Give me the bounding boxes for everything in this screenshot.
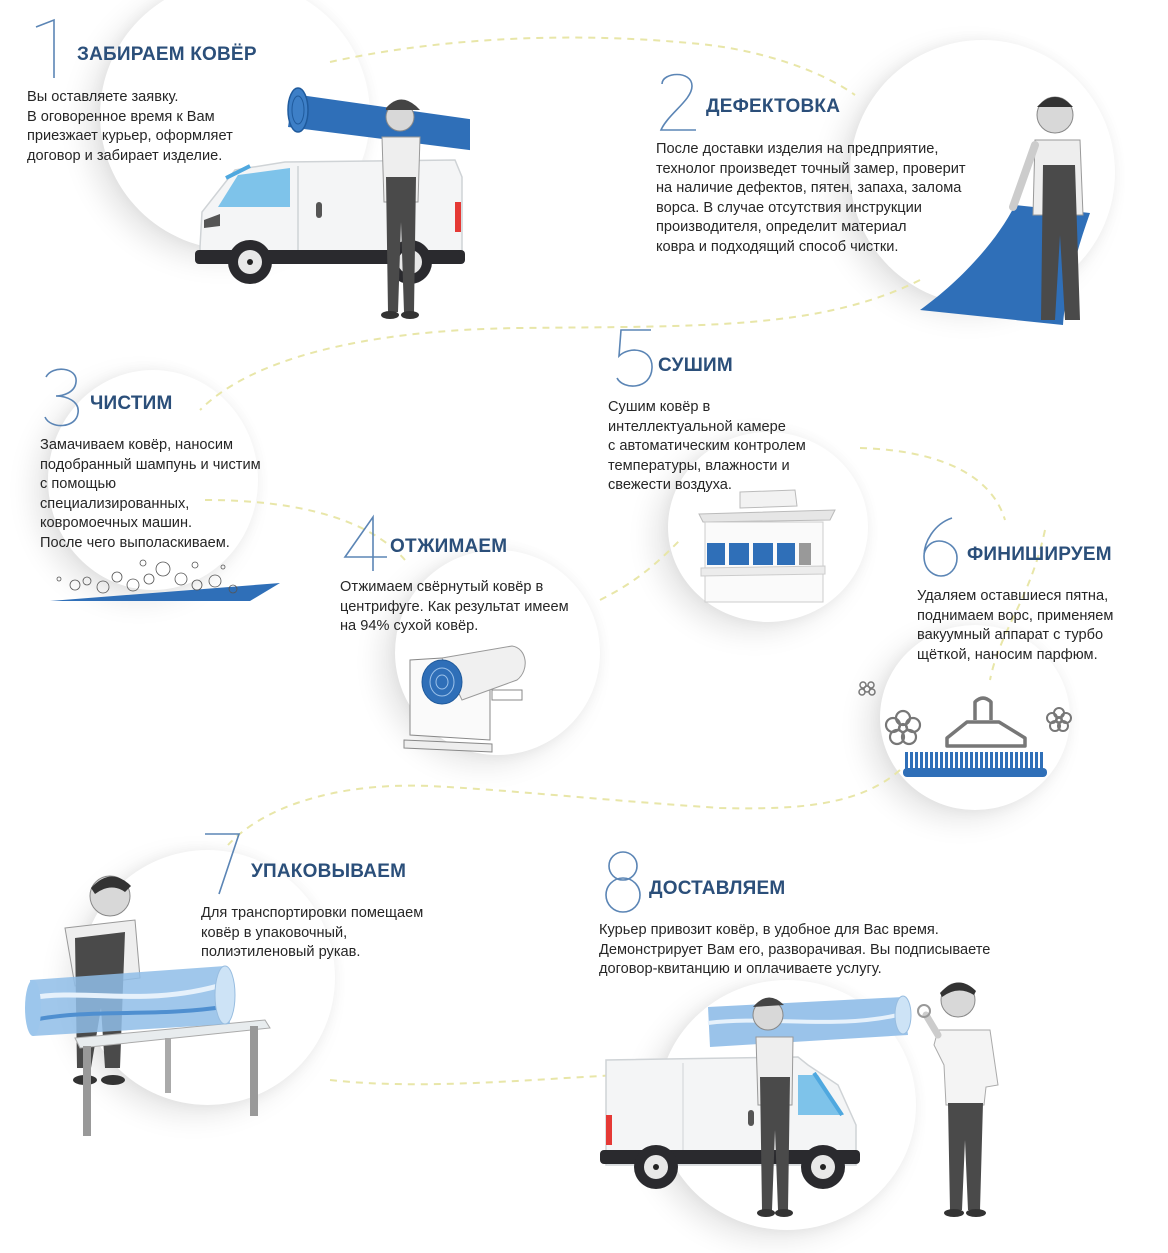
step-5-title: СУШИМ bbox=[658, 355, 733, 376]
desc-line: центрифуге. Как результат имеем bbox=[340, 598, 569, 615]
step-1-description: Вы оставляете заявку. В оговоренное врем… bbox=[27, 88, 233, 166]
step-2-title: ДЕФЕКТОВКА bbox=[706, 96, 841, 117]
desc-line: После доставки изделия на предприятие, bbox=[656, 141, 939, 157]
desc-line: производителя, определит материал bbox=[656, 219, 907, 236]
step-7-description: Для транспортировки помещаем ковёр в упа… bbox=[201, 904, 423, 963]
step-8-description: Курьер привозит ковёр, в удобное для Вас… bbox=[599, 921, 990, 980]
step-7-number-glyph bbox=[205, 833, 241, 895]
desc-line: Для транспортировки помещаем bbox=[201, 905, 424, 921]
step-4-description: Отжимаем свёрнутый ковёр в центрифуге. К… bbox=[340, 578, 569, 637]
desc-line: с помощью bbox=[40, 476, 117, 493]
desc-line: приезжает курьер, оформляет bbox=[27, 128, 233, 145]
step-5-number-glyph bbox=[616, 329, 653, 387]
technician-carpet-illustration bbox=[920, 96, 1090, 325]
step-4-number-glyph bbox=[343, 514, 387, 571]
step-2-description: После доставки изделия на предприятие, т… bbox=[656, 140, 966, 258]
desc-line: ковёр в упаковочный, bbox=[201, 924, 348, 941]
step-3-description: Замачиваем ковёр, наносим подобранный ша… bbox=[40, 436, 261, 554]
desc-line: вакуумный аппарат с турбо bbox=[917, 627, 1104, 644]
desc-line: Вы оставляете заявку. bbox=[27, 89, 179, 105]
desc-line: интеллектуальной камере bbox=[608, 418, 786, 435]
step-1-title: ЗАБИРАЕМ КОВЁР bbox=[77, 44, 257, 65]
desc-line: В оговоренное время к Вам bbox=[27, 108, 215, 125]
step-7-title: УПАКОВЫВАЕМ bbox=[251, 861, 407, 882]
desc-line: свежести воздуха. bbox=[608, 477, 732, 494]
desc-line: ворса. В случае отсутствия инструкции bbox=[656, 199, 922, 216]
desc-line: щёткой, наносим парфюм. bbox=[917, 646, 1098, 663]
step-3-number-glyph bbox=[44, 368, 79, 427]
step-4-title: ОТЖИМАЕМ bbox=[390, 536, 508, 557]
desc-line: После чего выполаскиваем. bbox=[40, 534, 230, 551]
step-1-number-glyph bbox=[35, 18, 55, 78]
desc-line: ковра и подходящий способ чистки. bbox=[656, 238, 899, 255]
desc-line: на 94% сухой ковёр. bbox=[340, 618, 479, 635]
desc-line: поднимаем ворс, применяем bbox=[917, 607, 1114, 624]
desc-line: договор-квитанцию и оплачиваете услугу. bbox=[599, 961, 882, 978]
step-5-description: Сушим ковёр в интеллектуальной камере с … bbox=[608, 398, 806, 496]
step-6-number-glyph bbox=[923, 517, 958, 577]
step-6-title: ФИНИШИРУЕМ bbox=[967, 544, 1112, 565]
desc-line: Демонстрирует Вам его, разворачивая. Вы … bbox=[599, 941, 991, 958]
step-8-title: ДОСТАВЛЯЕМ bbox=[649, 878, 786, 899]
desc-line: Отжимаем свёрнутый ковёр в bbox=[340, 579, 544, 595]
desc-line: договор и забирает изделие. bbox=[27, 147, 223, 164]
desc-line: Сушим ковёр в bbox=[608, 399, 711, 415]
desc-line: технолог произведет точный замер, провер… bbox=[656, 160, 966, 177]
step-3-title: ЧИСТИМ bbox=[90, 393, 173, 414]
desc-line: Удаляем оставшиеся пятна, bbox=[917, 588, 1109, 604]
foam-carpet-illustration bbox=[50, 559, 280, 601]
desc-line: Замачиваем ковёр, наносим bbox=[40, 437, 234, 453]
worker-wrapping-illustration bbox=[25, 875, 271, 1136]
step-8-number-glyph bbox=[605, 851, 641, 913]
desc-line: температуры, влажности и bbox=[608, 457, 790, 474]
vacuum-brush-illustration bbox=[858, 681, 1072, 777]
desc-line: на наличие дефектов, пятен, запаха, зало… bbox=[656, 180, 962, 197]
step-2-number-glyph bbox=[659, 73, 696, 131]
desc-line: ковромоечных машин. bbox=[40, 515, 193, 532]
flower-icon bbox=[858, 681, 876, 696]
desc-line: с автоматическим контролем bbox=[608, 438, 806, 455]
step-6-description: Удаляем оставшиеся пятна, поднимаем ворс… bbox=[917, 587, 1113, 665]
desc-line: полиэтиленовый рукав. bbox=[201, 944, 361, 961]
drying-chamber-illustration bbox=[698, 489, 836, 603]
desc-line: специализированных, bbox=[40, 495, 190, 512]
centrifuge-illustration bbox=[403, 645, 526, 753]
delivery-illustration bbox=[600, 982, 999, 1217]
desc-line: Курьер привозит ковёр, в удобное для Вас… bbox=[599, 922, 939, 938]
desc-line: подобранный шампунь и чистим bbox=[40, 456, 261, 473]
courier-van-illustration bbox=[195, 87, 470, 319]
